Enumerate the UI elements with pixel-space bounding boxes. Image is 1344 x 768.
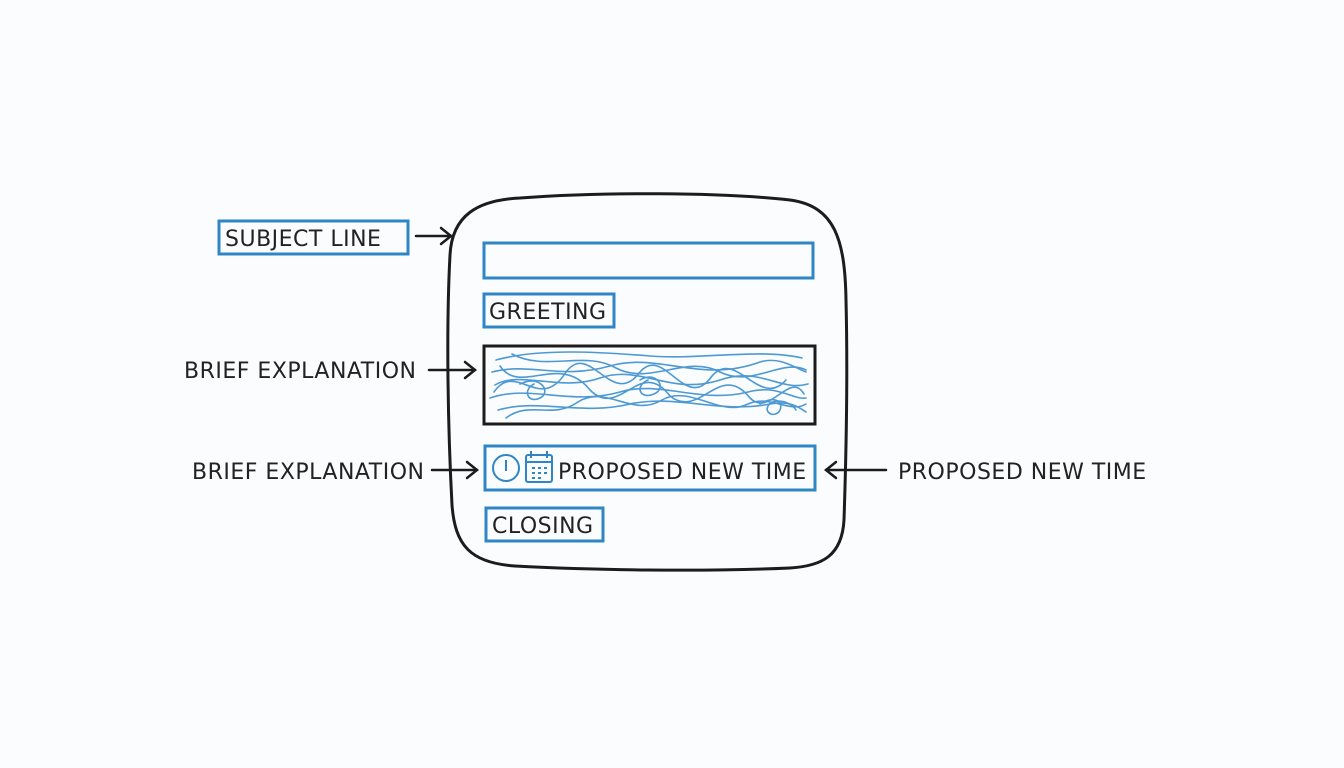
proposed-new-time-box-label: PROPOSED NEW TIME <box>558 460 807 485</box>
proposed-new-time-arrow <box>823 460 888 480</box>
calendar-icon <box>525 451 553 483</box>
closing-box <box>484 506 605 543</box>
clock-icon <box>492 454 520 482</box>
proposed-new-time-box <box>483 444 817 492</box>
email-card-outline <box>446 192 849 572</box>
closing-label: CLOSING <box>492 514 594 539</box>
brief-explanation-label-upper: BRIEF EXPLANATION <box>184 359 416 384</box>
brief-explanation-box <box>482 344 817 426</box>
brief-explanation-label-lower: BRIEF EXPLANATION <box>192 460 424 485</box>
proposed-new-time-label-right: PROPOSED NEW TIME <box>898 460 1147 485</box>
subject-line-label: SUBJECT LINE <box>225 227 381 252</box>
greeting-box <box>482 292 616 329</box>
greeting-label: GREETING <box>489 300 607 325</box>
explanation-scribble <box>489 351 809 419</box>
subject-line-label-box <box>217 219 410 256</box>
brief-explanation-arrow-upper <box>427 360 478 380</box>
brief-explanation-arrow-lower <box>430 460 480 480</box>
subject-line-field[interactable] <box>482 241 815 280</box>
subject-line-arrow <box>414 226 454 246</box>
